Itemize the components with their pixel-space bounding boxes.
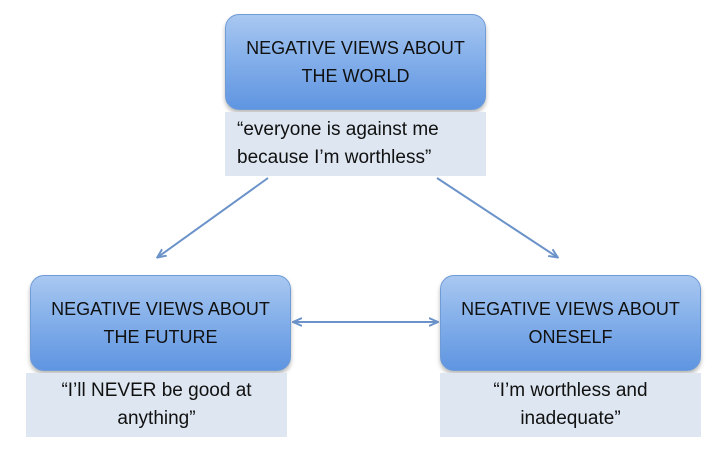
node-oneself-title-text: NEGATIVE VIEWS ABOUT ONESELF — [461, 299, 680, 347]
node-world-quote-text: “everyone is against me because I’m wort… — [237, 119, 439, 168]
node-future-quote-text: “I’ll NEVER be good at anything” — [61, 380, 252, 429]
node-oneself-title: NEGATIVE VIEWS ABOUT ONESELF — [440, 275, 701, 371]
node-oneself-quote: “I’m worthless and inadequate” — [440, 373, 701, 437]
node-world-title: NEGATIVE VIEWS ABOUT THE WORLD — [225, 14, 486, 110]
arrow-world-to-future — [158, 177, 269, 257]
node-future-title-text: NEGATIVE VIEWS ABOUT THE FUTURE — [51, 299, 270, 347]
node-world-title-text: NEGATIVE VIEWS ABOUT THE WORLD — [246, 38, 465, 86]
node-future-quote: “I’ll NEVER be good at anything” — [26, 373, 287, 437]
arrow-world-to-oneself — [436, 177, 557, 257]
node-future-title: NEGATIVE VIEWS ABOUT THE FUTURE — [30, 275, 291, 371]
node-oneself-quote-text: “I’m worthless and inadequate” — [493, 380, 648, 429]
node-world-quote: “everyone is against me because I’m wort… — [225, 112, 486, 176]
